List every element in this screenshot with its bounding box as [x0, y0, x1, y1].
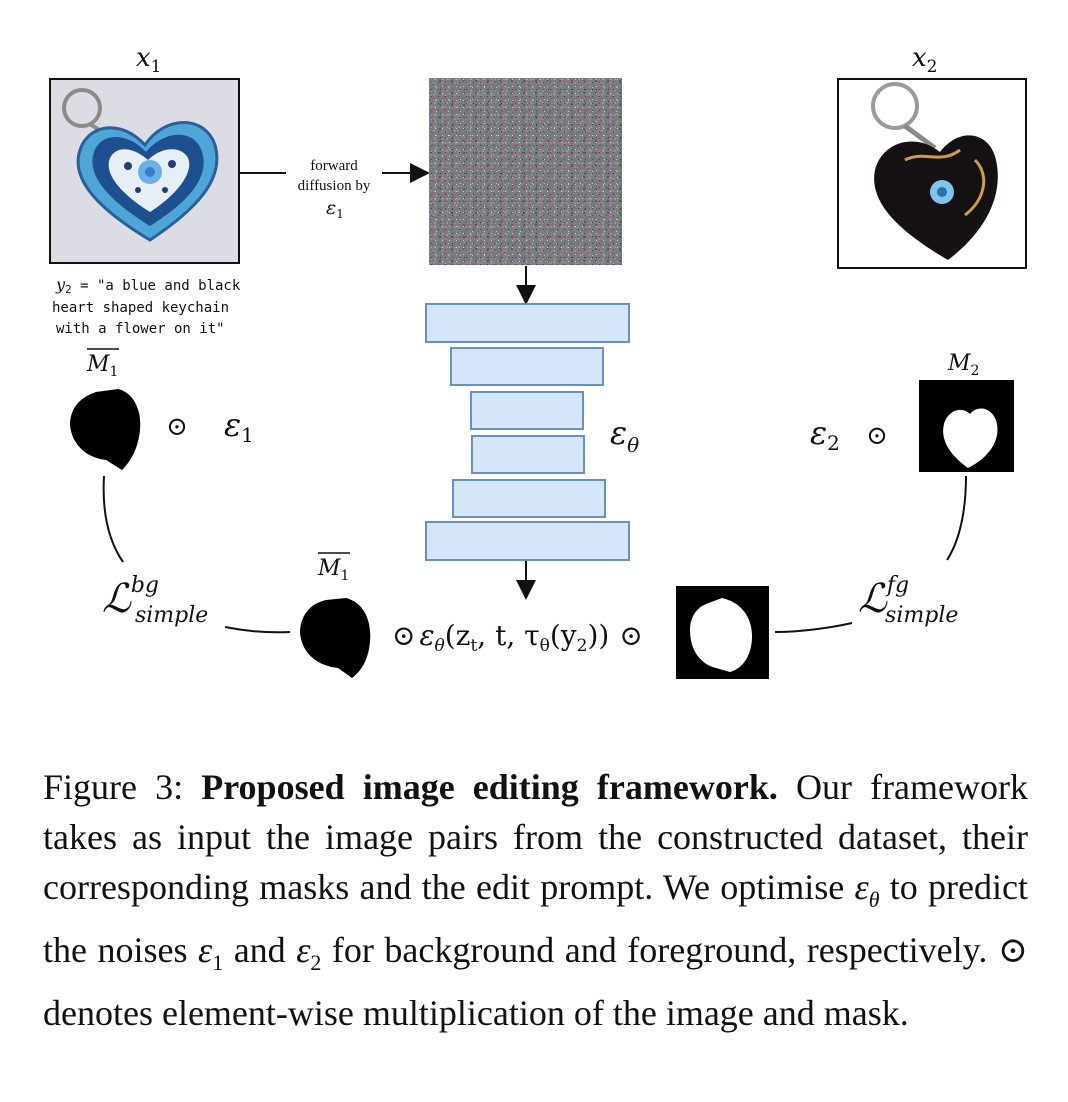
prompt-line-2: heart shaped keychain	[52, 300, 229, 316]
caption-body-a: Our framework takes as input the image p…	[43, 767, 1028, 907]
caption-text: Figure 3: Proposed image editing framewo…	[43, 762, 1028, 1038]
caption-title: Proposed image editing framework.	[201, 767, 778, 807]
caption-body-d: for background and foreground, respectiv…	[321, 930, 998, 971]
unet-block-1	[425, 303, 630, 343]
m2-label: M2	[947, 351, 979, 379]
right-connector-curve	[946, 475, 967, 561]
noise-image	[429, 78, 622, 265]
m1bar-mask-top	[70, 389, 141, 470]
unet-block-6	[425, 521, 630, 561]
arrow-label-line1: forward	[310, 158, 358, 174]
arrow-label-bg	[286, 152, 382, 218]
caption-eps1: ε	[198, 930, 213, 971]
x2-image	[837, 78, 1027, 269]
x1-image	[49, 78, 240, 264]
caption-odot: ⊙	[997, 930, 1028, 971]
caption-body-e: denotes element-wise multiplication of t…	[43, 993, 909, 1034]
caption-prefix: Figure 3:	[43, 767, 202, 807]
figure-caption: Figure 3: Proposed image editing framewo…	[43, 762, 1028, 1038]
unet-model	[425, 303, 630, 561]
prompt-line-3: with a flower on it"	[56, 321, 225, 337]
m2-mask-bottom	[676, 586, 769, 679]
caption-eps-theta-sub: θ	[868, 887, 880, 913]
caption-body-b: to predict the noises	[43, 867, 1028, 971]
m2-mask-image	[919, 380, 1014, 472]
arrow-label-line2: diffusion by	[298, 178, 371, 194]
odot-top-left: ⊙	[166, 412, 188, 442]
unet-block-4	[471, 435, 585, 474]
bottom-left-connector	[224, 626, 291, 634]
prompt-line-0: y2 = "a blue and black	[55, 275, 241, 296]
unet-block-3	[470, 391, 584, 430]
x2-label: x2	[912, 43, 938, 77]
left-connector-curve	[102, 475, 124, 563]
unet-block-2	[450, 347, 604, 386]
caption-eps2: ε	[296, 930, 311, 971]
framework-figure: x1 forward diffusion by ε1 εθ x2	[49, 43, 1027, 679]
odot-top-right: ⊙	[866, 421, 888, 451]
model-output-expression: ⊙εθ(zt, t, τθ(y2))⊙	[392, 619, 643, 656]
m1bar-top-label: M1	[86, 352, 118, 380]
bottom-right-connector	[774, 622, 853, 633]
m1bar-bottom-label: M1	[317, 556, 349, 584]
caption-eps-theta: ε	[854, 867, 869, 907]
m1bar-mask-bottom	[300, 598, 371, 678]
caption-body-c: and	[223, 930, 297, 971]
caption-eps1-sub: 1	[212, 950, 224, 976]
eps1-symbol: ε1	[224, 406, 254, 447]
eps-theta-label: εθ	[610, 414, 639, 457]
eps2-symbol: ε2	[810, 414, 840, 455]
arrow-label-line3: ε1	[326, 197, 344, 221]
unet-block-5	[452, 479, 606, 518]
x1-label: x1	[136, 43, 162, 77]
caption-eps2-sub: 2	[310, 950, 322, 976]
